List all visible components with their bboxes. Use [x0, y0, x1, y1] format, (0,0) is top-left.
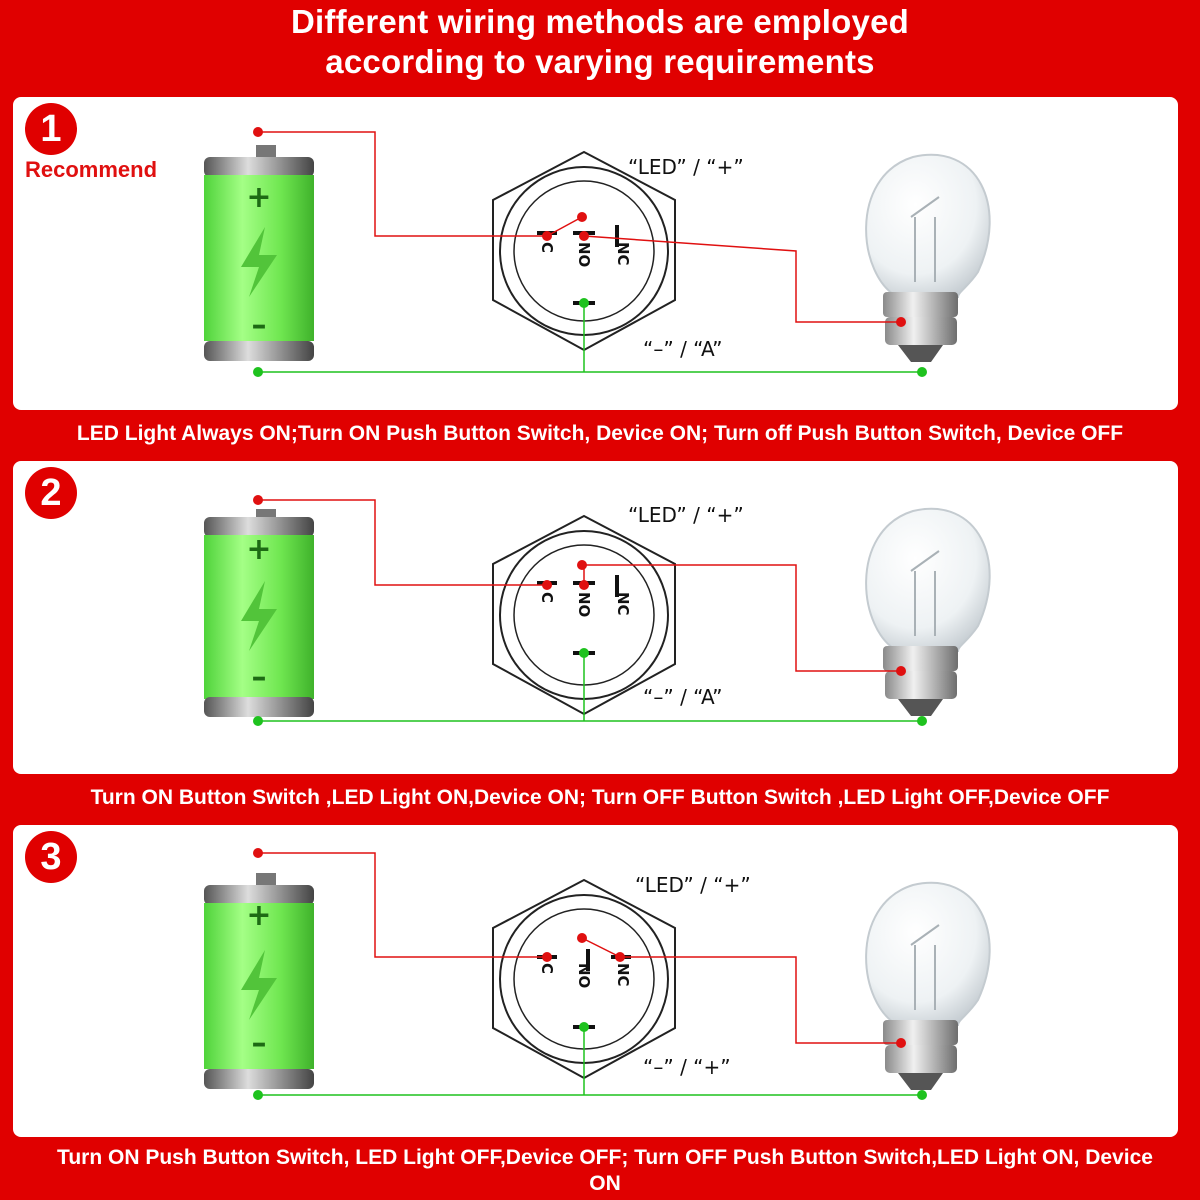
- wiring-diagram-1: + –: [204, 127, 991, 377]
- wiring-diagram-3: + –: [204, 848, 991, 1100]
- pin-no-label: NO: [575, 242, 593, 268]
- panel-3-caption: Turn ON Push Button Switch, LED Light OF…: [57, 1146, 1153, 1195]
- svg-text:–: –: [252, 1026, 267, 1061]
- light-bulb-icon: [865, 882, 991, 1090]
- minus-plus-label: “–” / “+”: [643, 1055, 731, 1079]
- step-number-badge: 2: [25, 467, 77, 519]
- wiring-diagram-2: + –: [204, 495, 991, 726]
- panel-1-caption: LED Light Always ON;Turn ON Push Button …: [76, 422, 1124, 445]
- light-bulb-icon: [865, 508, 991, 716]
- panel-2-caption: Turn ON Button Switch ,LED Light ON,Devi…: [90, 786, 1110, 809]
- led-plus-label: “LED” / “+”: [628, 155, 744, 179]
- step-number-badge: 3: [25, 831, 77, 883]
- step-number-badge: 1: [25, 103, 77, 155]
- pin-nc-label: NC: [614, 242, 632, 266]
- pin-no-label: NO: [575, 592, 593, 618]
- pin-nc-label: NC: [614, 963, 632, 987]
- pin-no-label: NO: [575, 963, 593, 989]
- title-line-2: according to varying requirements: [325, 43, 875, 80]
- battery-icon: + –: [204, 145, 314, 361]
- minus-a-label: “–” / “A”: [643, 337, 723, 361]
- battery-icon: + –: [204, 509, 314, 717]
- wiring-panel-2: + – 2 “LED”: [13, 461, 1178, 774]
- minus-a-label: “–” / “A”: [643, 685, 723, 709]
- svg-text:+: +: [246, 180, 271, 215]
- svg-text:–: –: [252, 660, 267, 695]
- pin-nc-label: NC: [614, 592, 632, 616]
- wiring-panel-1: + –: [13, 97, 1178, 410]
- recommend-label: Recommend: [25, 157, 158, 182]
- svg-text:+: +: [246, 898, 271, 933]
- svg-text:+: +: [246, 532, 271, 567]
- pin-c-label: C: [538, 963, 556, 975]
- title-line-1: Different wiring methods are employed: [290, 3, 909, 40]
- led-plus-label: “LED” / “+”: [635, 873, 751, 897]
- pin-c-label: C: [538, 592, 556, 604]
- page-title: Different wiring methods are employed ac…: [0, 2, 1200, 82]
- battery-icon: + –: [204, 873, 314, 1089]
- light-bulb-icon: [865, 154, 991, 362]
- wiring-panel-3: + – 3: [13, 825, 1178, 1137]
- led-plus-label: “LED” / “+”: [628, 503, 744, 527]
- pin-c-label: C: [538, 242, 556, 254]
- svg-text:–: –: [252, 308, 267, 343]
